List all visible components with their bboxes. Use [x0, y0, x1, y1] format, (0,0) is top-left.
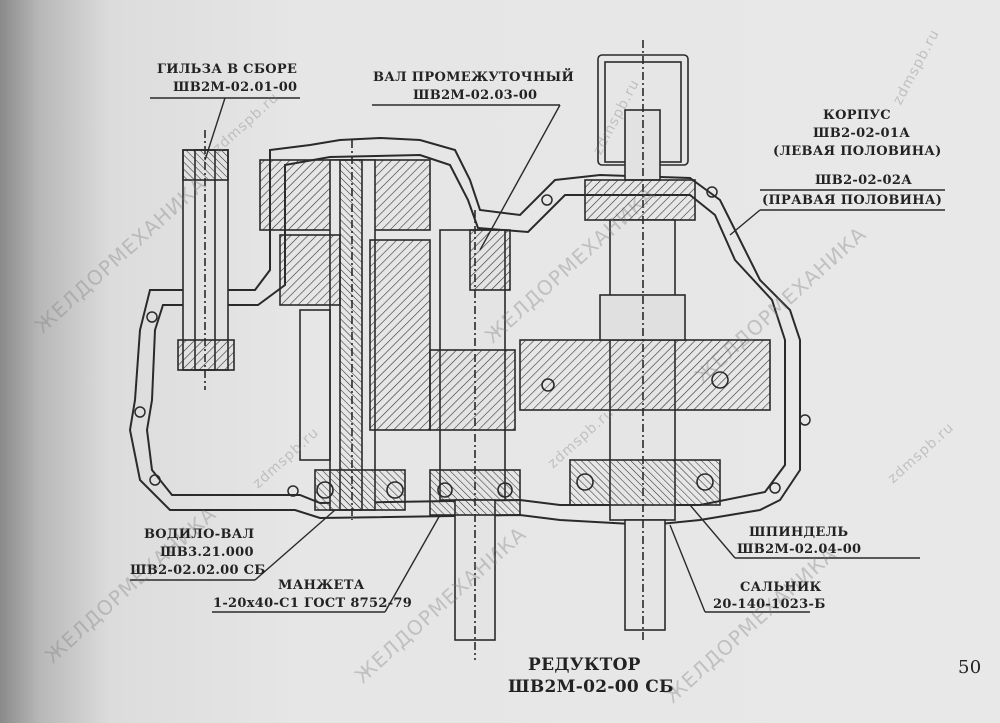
gland-code: 20-140-1023-Б: [713, 597, 826, 612]
intermediate-shaft-title: ВАЛ ПРОМЕЖУТОЧНЫЙ: [373, 70, 575, 85]
cuff-title: МАНЖЕТА: [278, 578, 365, 593]
housing-left-half: (ЛЕВАЯ ПОЛОВИНА): [773, 144, 942, 159]
housing-outline: [128, 136, 801, 527]
spindle-code: ШВ2М-02.04-00: [737, 542, 862, 557]
gearbox-title: РЕДУКТОР: [528, 655, 641, 675]
housing-right-half: (ПРАВАЯ ПОЛОВИНА): [762, 193, 943, 208]
intermediate-shaft: [259, 140, 431, 520]
carrier-shaft-assembly-code: ШВ2-02.02.00 СБ: [130, 563, 266, 578]
cuff-code: 1-20х40-С1 ГОСТ 8752-79: [213, 596, 413, 611]
housing-title: КОРПУС: [823, 108, 891, 123]
intermediate-shaft-code: ШВ2М-02.03-00: [413, 88, 538, 103]
gland-title: САЛЬНИК: [740, 580, 822, 595]
spindle: [519, 40, 771, 640]
housing-code-left: ШВ2-02-01А: [813, 126, 911, 141]
page-number: 50: [958, 657, 982, 678]
sleeve-assembly: [177, 130, 235, 390]
gearbox-code: ШВ2М-02-00 СБ: [508, 677, 674, 697]
leader-lines: [130, 97, 945, 613]
spindle-title: ШПИНДЕЛЬ: [749, 525, 849, 540]
carrier-shaft-title: ВОДИЛО-ВАЛ: [144, 527, 255, 542]
sleeve-title: ГИЛЬЗА В СБОРЕ: [157, 62, 298, 77]
sleeve-code: ШВ2М-02.01-00: [173, 80, 298, 95]
housing-code-right: ШВ2-02-02А: [815, 173, 913, 188]
carrier-shaft: [429, 210, 521, 660]
bolt-holes: [134, 186, 811, 497]
carrier-shaft-code: ШВ3.21.000: [160, 545, 254, 560]
